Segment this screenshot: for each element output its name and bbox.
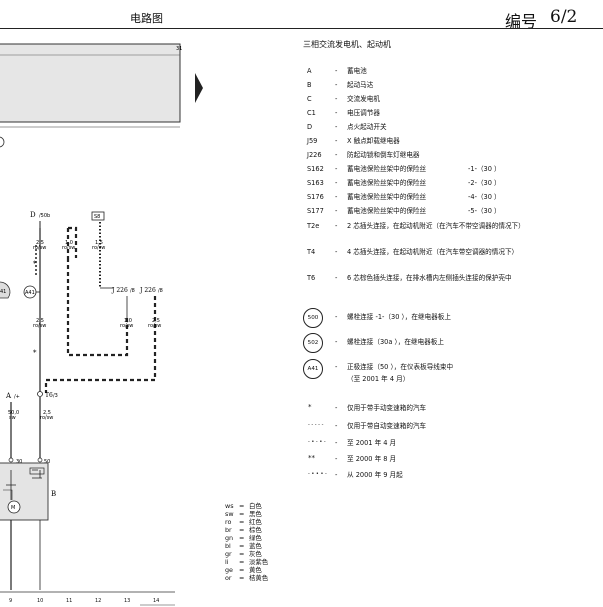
track-11: 11 (66, 598, 73, 604)
svg-text:ro/sw: ro/sw (92, 245, 105, 251)
svg-text:ro/sw: ro/sw (62, 245, 75, 251)
svg-text:41: 41 (0, 289, 6, 295)
svg-text:ro/sw: ro/sw (120, 323, 133, 329)
connection-502-symbol: 502 (303, 333, 323, 353)
panel-title: 三相交流发电机、起动机 (303, 40, 391, 49)
color-code-row: ge=黄色 (225, 566, 262, 574)
svg-text:2,5: 2,5 (43, 410, 51, 416)
svg-text:J 226: J 226 (111, 287, 128, 294)
svg-text:A41: A41 (25, 290, 35, 296)
svg-text:1,0: 1,0 (124, 318, 132, 324)
svg-text:sw: sw (9, 415, 16, 421)
starter-box (0, 462, 49, 521)
svg-text:*: * (33, 349, 37, 357)
track-10: 10 (37, 598, 44, 604)
legend-symbol: ** (308, 454, 315, 462)
legend-symbol: - - - - - (308, 422, 324, 428)
svg-text:T6: T6 (45, 392, 53, 399)
page-number: 6/2 (550, 7, 578, 27)
track-14: 14 (153, 598, 160, 604)
wire-auto-trans (66, 258, 129, 357)
svg-text:M: M (11, 505, 15, 511)
svg-text:31: 31 (176, 46, 182, 52)
header-rule (0, 28, 603, 29)
svg-text:S8: S8 (94, 214, 100, 220)
track-9: 9 (9, 598, 13, 604)
page-title: 电路图 (130, 12, 163, 25)
color-code-row: ws=白色 (225, 502, 262, 510)
svg-text:50: 50 (44, 459, 50, 465)
svg-text:/3: /3 (53, 393, 58, 399)
relay-panel-box (0, 43, 181, 123)
circuit-diagram: 31 D /50b S8 A41 41 J 226 /8 J 226 /8 2,… (0, 43, 203, 606)
svg-text:30: 30 (16, 459, 22, 465)
svg-text:ro/sw: ro/sw (33, 323, 46, 329)
motor-symbol (7, 500, 21, 514)
svg-text:*: * (33, 260, 37, 268)
color-code-row: li=淡紫色 (225, 558, 269, 566)
svg-text:ro/sw: ro/sw (148, 323, 161, 329)
svg-text:ro/sw: ro/sw (40, 415, 53, 421)
color-code-row: br=棕色 (225, 526, 262, 534)
svg-text:1,5: 1,5 (95, 240, 103, 246)
color-code-row: sw=黑色 (225, 510, 262, 518)
svg-text:B: B (51, 490, 56, 498)
legend-symbol: - • - • - (308, 439, 326, 445)
color-code-row: or=桔黄色 (225, 574, 269, 582)
svg-text:ro/sw: ro/sw (33, 245, 46, 251)
svg-text:2,5: 2,5 (36, 318, 44, 324)
track-13: 13 (124, 598, 131, 604)
legend-symbol: - • • • - (308, 471, 327, 477)
number-label: 编号 (505, 12, 538, 31)
svg-text:J 226: J 226 (139, 287, 156, 294)
legend-symbol: * (308, 403, 312, 411)
track-12: 12 (95, 598, 102, 604)
color-code-row: gn=绿色 (225, 534, 262, 542)
label-d: D (30, 211, 36, 219)
continuation-arrow (195, 73, 203, 103)
color-code-row: bl=蓝色 (225, 542, 262, 550)
svg-text:/+: /+ (14, 394, 20, 400)
fuse-s8 (91, 211, 105, 221)
svg-text:50,0: 50,0 (8, 410, 19, 416)
svg-text:1,0: 1,0 (65, 240, 73, 246)
svg-text:/50b: /50b (39, 213, 50, 219)
color-code-row: ro=红色 (225, 518, 262, 526)
connection-a41-symbol: A41 (303, 359, 323, 379)
svg-text:/8: /8 (158, 288, 163, 294)
svg-text:2,5: 2,5 (152, 318, 160, 324)
connection-500-symbol: 500 (303, 308, 323, 328)
svg-text:2,5: 2,5 (36, 240, 44, 246)
color-code-row: gr=灰色 (225, 550, 262, 558)
svg-text:/8: /8 (130, 288, 135, 294)
svg-text:A: A (5, 392, 12, 400)
